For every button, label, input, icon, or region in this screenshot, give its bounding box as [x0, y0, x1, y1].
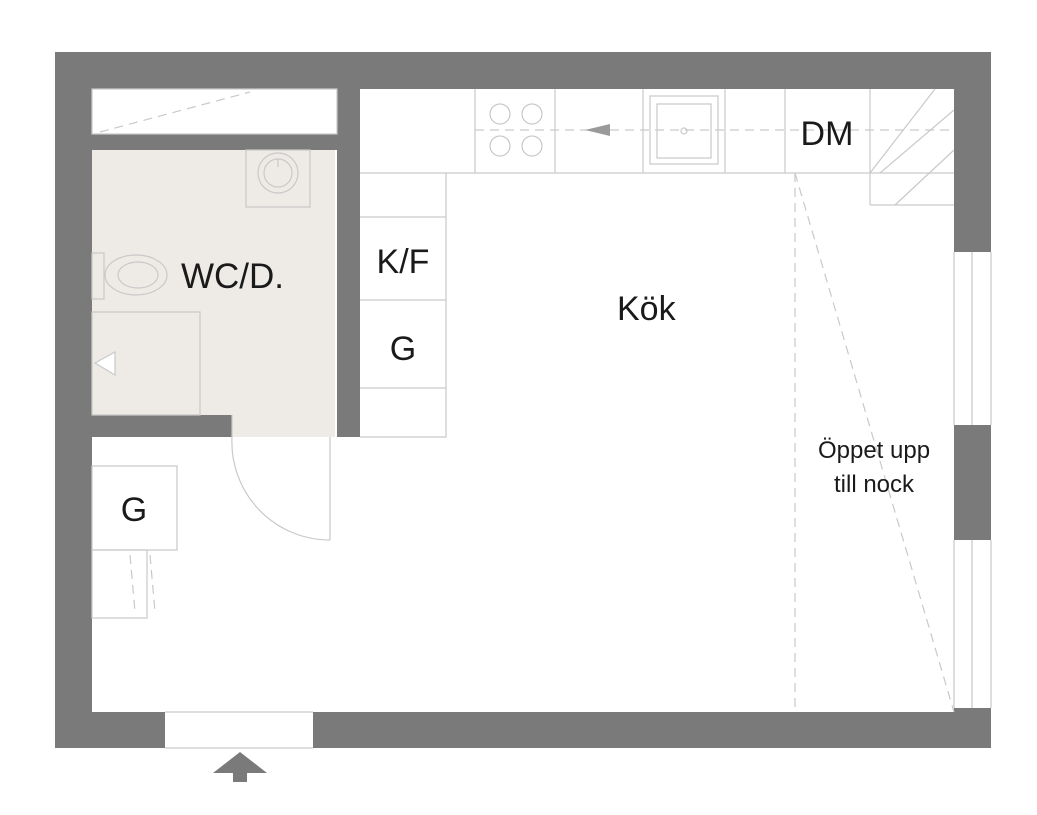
wc-floor [92, 150, 335, 415]
stairs-icon [869, 88, 955, 206]
outer-walls [55, 52, 991, 748]
label-kitchen: Kök [617, 290, 677, 328]
window-lower [953, 540, 992, 708]
interior-walls [92, 89, 360, 437]
open-to-ridge-area [794, 172, 955, 713]
label-fridge: K/F [377, 243, 430, 281]
shelf-top-left [91, 88, 338, 135]
label-wc: WC/D. [181, 257, 284, 296]
hall-closet [91, 465, 178, 619]
wc-doorway-floor [232, 415, 335, 437]
shower-area [91, 311, 201, 416]
toilet-icon [91, 252, 168, 300]
label-closet-kitchen: G [390, 330, 416, 368]
label-open-to-ridge-1: Öppet upp [818, 437, 930, 464]
label-closet-hall: G [121, 491, 147, 529]
kitchen-counter [360, 89, 954, 438]
label-open-to-ridge-2: till nock [834, 471, 915, 498]
wash-basin-icon [245, 149, 311, 208]
entrance-arrow-icon [213, 752, 267, 782]
stove-icon [489, 103, 543, 157]
kitchen-sink-icon [585, 95, 719, 165]
label-dishwasher: DM [801, 115, 854, 153]
window-upper [953, 252, 992, 425]
entrance-door [165, 711, 313, 749]
door-swing-icon [231, 415, 331, 541]
